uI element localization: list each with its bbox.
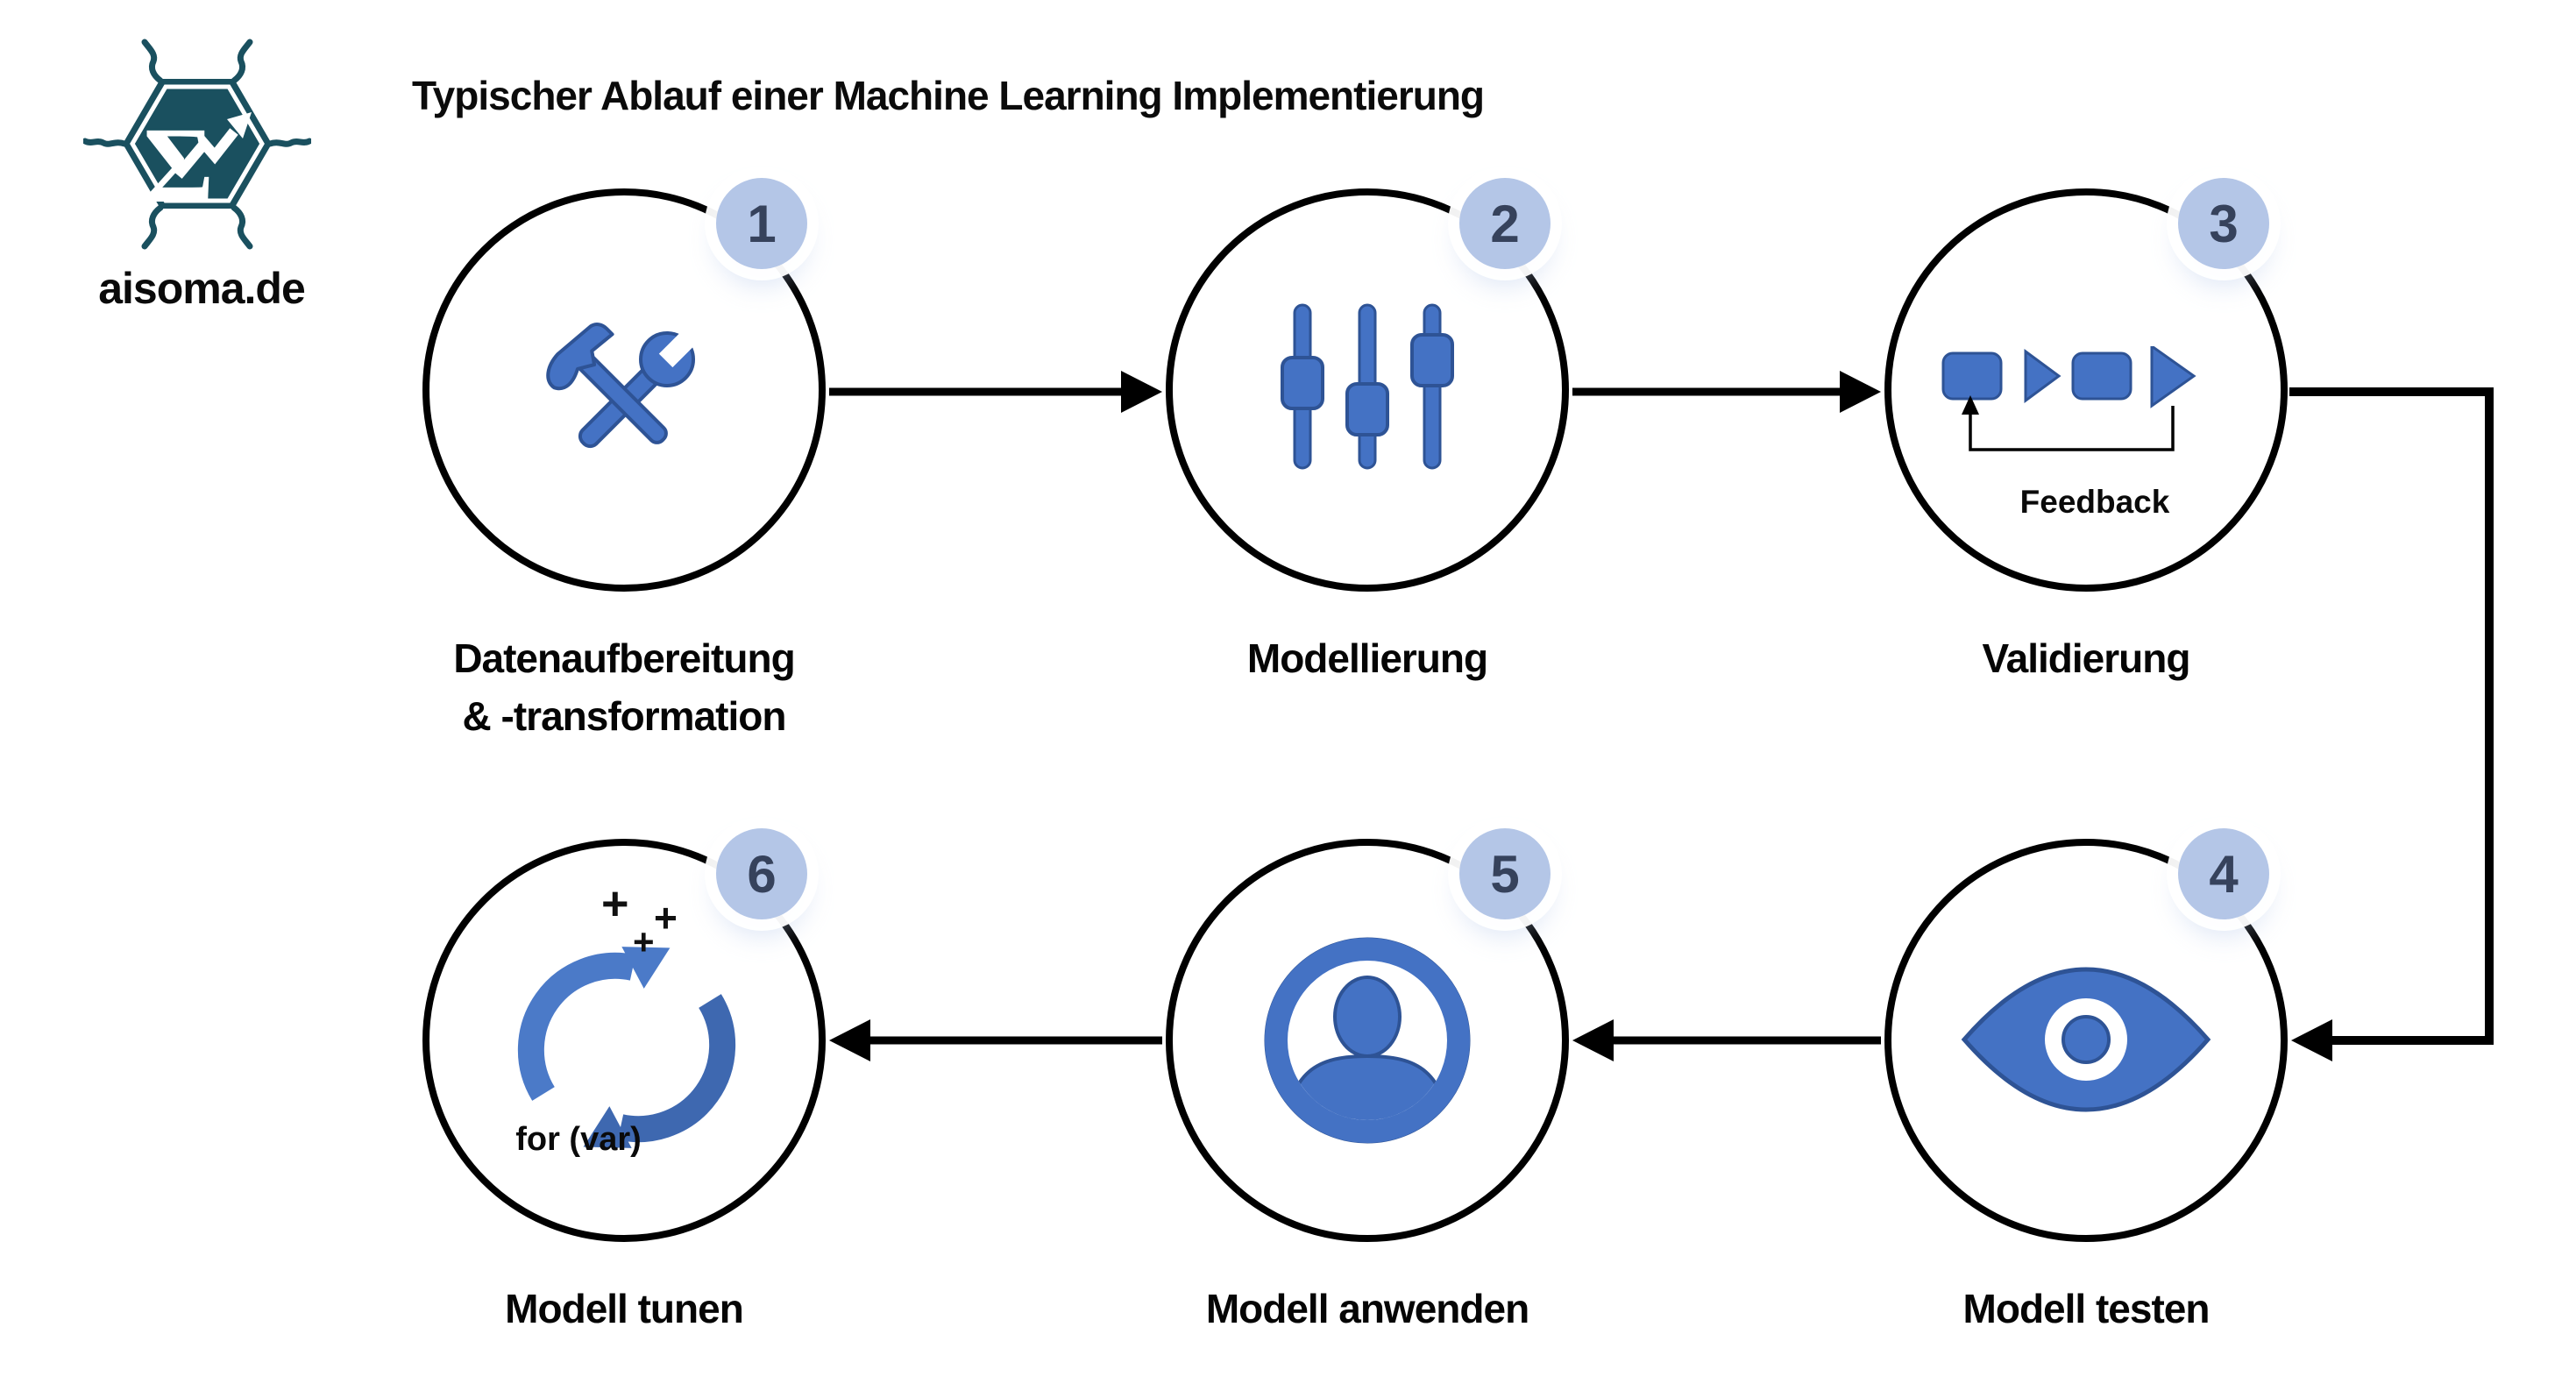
aisoma-logo-icon: Σ <box>82 39 313 250</box>
logo-sigma-glyph: Σ <box>143 105 214 225</box>
step-6-label: Modell tunen <box>344 1280 905 1338</box>
logo-trend-arrowhead <box>227 112 252 138</box>
step-1-label-line2: & -transformation <box>462 693 787 739</box>
step-1-number: 1 <box>747 194 777 253</box>
for-var-caption: for (var) <box>515 1121 642 1158</box>
logo-hexagon-inner-line <box>130 84 265 203</box>
plus-sign-2: + <box>654 895 678 940</box>
step-5-number: 5 <box>1490 844 1520 904</box>
process-box-1 <box>1941 351 2003 401</box>
step-3-label: Validierung <box>1806 629 2367 687</box>
step-5-label: Modell anwenden <box>1087 1280 1648 1338</box>
hammer-and-wrench-icon <box>546 323 699 449</box>
step-2-number: 2 <box>1490 194 1520 253</box>
step-6-label-line1: Modell tunen <box>505 1286 744 1331</box>
step-6-badge: 6 <box>716 828 807 919</box>
step-5-label-line1: Modell anwenden <box>1205 1286 1529 1331</box>
logo-hexagon <box>123 79 272 209</box>
arrowhead-step4-to-step5 <box>1572 1019 1614 1061</box>
arrowhead-step1-to-step2 <box>1121 371 1162 413</box>
step-4-number: 4 <box>2209 844 2239 904</box>
logo: Σ <box>82 37 313 252</box>
loop-arrow-upper-left <box>517 947 671 1101</box>
process-box-2 <box>2071 351 2132 401</box>
step-1-badge: 1 <box>716 178 807 269</box>
connector-step3-to-step4 <box>2289 387 2494 1045</box>
process-with-feedback-icon <box>1941 346 2196 451</box>
sliders-icon <box>1281 303 1454 470</box>
step-3-label-line1: Validierung <box>1982 635 2191 681</box>
person-ring <box>1265 938 1470 1143</box>
loop-arrows-icon <box>517 947 736 1148</box>
step-4-badge: 4 <box>2178 828 2269 919</box>
step-3-number: 3 <box>2209 194 2239 253</box>
process-play-2 <box>2150 346 2196 408</box>
step-2-badge: 2 <box>1459 178 1551 269</box>
step-4-label-line1: Modell testen <box>1962 1286 2211 1331</box>
arrowhead-step3-to-step4 <box>2291 1019 2332 1061</box>
logo-antennae <box>82 39 313 250</box>
plus-sign-1: + <box>601 877 629 930</box>
feedback-caption: Feedback <box>2019 484 2170 520</box>
logo-text: aisoma.de <box>98 264 306 313</box>
step-5-badge: 5 <box>1459 828 1551 919</box>
loop-arrow-lower-right <box>583 994 736 1148</box>
step-1-label: Datenaufbereitung & -transformation <box>344 629 905 745</box>
step-2-label-line1: Modellierung <box>1246 635 1488 681</box>
plus-sign-3: + <box>633 921 655 962</box>
eye-icon <box>1961 967 2211 1112</box>
step-1-label-line1: Datenaufbereitung <box>453 635 795 681</box>
process-play-1 <box>2024 349 2062 403</box>
step-2-label: Modellierung <box>1087 629 1648 687</box>
feedback-loop-line <box>1969 406 2175 451</box>
step-4-label: Modell testen <box>1806 1280 2367 1338</box>
step-3-badge: 3 <box>2178 178 2269 269</box>
logo-trend-arrow <box>174 128 238 179</box>
hammer <box>546 323 668 444</box>
step-6-number: 6 <box>747 844 777 904</box>
arrowhead-step5-to-step6 <box>829 1019 870 1061</box>
page-title: Typischer Ablauf einer Machine Learning … <box>412 73 1485 118</box>
feedback-loop-arrowhead <box>1962 395 1979 415</box>
person-icon <box>1264 937 1471 1144</box>
arrowhead-step2-to-step3 <box>1840 371 1881 413</box>
eye-pupil <box>2062 1015 2111 1064</box>
